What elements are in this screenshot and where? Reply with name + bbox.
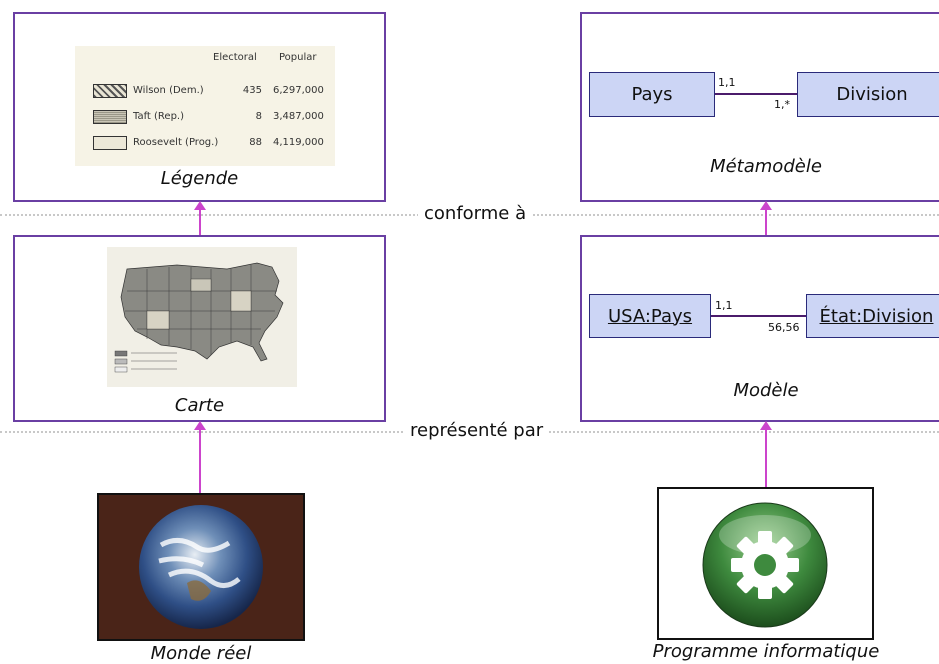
association-line bbox=[715, 93, 797, 95]
arrow-monde-to-carte bbox=[194, 421, 206, 493]
legend-popular: 6,297,000 bbox=[273, 85, 324, 96]
legend-electoral: 88 bbox=[249, 137, 262, 148]
arrow-programme-to-modele bbox=[760, 421, 772, 487]
legend-row-wilson: Wilson (Dem.) 435 6,297,000 bbox=[93, 84, 333, 100]
legend-image: Electoral Popular Wilson (Dem.) 435 6,29… bbox=[75, 46, 335, 166]
class-pays-label: Pays bbox=[631, 84, 673, 105]
class-division: Division bbox=[797, 72, 939, 117]
legend-electoral: 8 bbox=[255, 111, 262, 122]
multiplicity-left: 1,1 bbox=[718, 76, 736, 89]
legend-electoral: 435 bbox=[242, 85, 262, 96]
legend-box: Electoral Popular Wilson (Dem.) 435 6,29… bbox=[13, 12, 386, 202]
legend-header-electoral: Electoral bbox=[213, 52, 257, 63]
object-usa: USA:Pays bbox=[589, 294, 711, 338]
legend-header-popular: Popular bbox=[279, 52, 317, 63]
legend-popular: 3,487,000 bbox=[273, 111, 324, 122]
model-box: USA:Pays 1,1 56,56 État:Division Modèle bbox=[580, 235, 939, 422]
legend-party: Taft (Rep.) bbox=[133, 111, 185, 122]
link-line bbox=[711, 315, 806, 317]
multiplicity-right: 1,* bbox=[774, 98, 790, 111]
us-map-image bbox=[107, 247, 297, 387]
label-conforms-to: conforme à bbox=[418, 203, 533, 224]
class-pays: Pays bbox=[589, 72, 715, 117]
legend-party: Wilson (Dem.) bbox=[133, 85, 204, 96]
legend-row-roosevelt: Roosevelt (Prog.) 88 4,119,000 bbox=[93, 136, 333, 152]
legend-popular: 4,119,000 bbox=[273, 137, 324, 148]
caption-carte: Carte bbox=[174, 395, 225, 416]
caption-monde-reel: Monde réel bbox=[150, 643, 252, 664]
caption-modele: Modèle bbox=[733, 380, 799, 401]
legend-row-taft: Taft (Rep.) 8 3,487,000 bbox=[93, 110, 333, 126]
caption-metamodele: Métamodèle bbox=[710, 156, 822, 177]
arrow-modele-to-metamodele bbox=[760, 201, 772, 235]
multiplicity-right: 56,56 bbox=[768, 321, 800, 334]
earth-icon bbox=[139, 505, 263, 629]
legend-party: Roosevelt (Prog.) bbox=[133, 137, 219, 148]
gear-icon bbox=[702, 502, 828, 628]
caption-legende: Légende bbox=[160, 168, 239, 189]
swatch-roosevelt bbox=[93, 136, 127, 150]
swatch-taft bbox=[93, 110, 127, 124]
object-usa-label: USA:Pays bbox=[607, 305, 693, 327]
object-etat-label: État:Division bbox=[819, 305, 934, 327]
caption-programme-informatique: Programme informatique bbox=[652, 641, 880, 662]
swatch-wilson bbox=[93, 84, 127, 98]
label-represented-by: représenté par bbox=[404, 420, 550, 441]
object-etat: État:Division bbox=[806, 294, 939, 338]
metamodel-box: Pays 1,1 1,* Division Métamodèle bbox=[580, 12, 939, 202]
multiplicity-left: 1,1 bbox=[715, 299, 733, 312]
program-frame bbox=[657, 487, 874, 640]
arrow-carte-to-legende bbox=[194, 201, 206, 235]
map-box: Carte bbox=[13, 235, 386, 422]
earth-photo bbox=[97, 493, 305, 641]
class-division-label: Division bbox=[836, 84, 908, 105]
